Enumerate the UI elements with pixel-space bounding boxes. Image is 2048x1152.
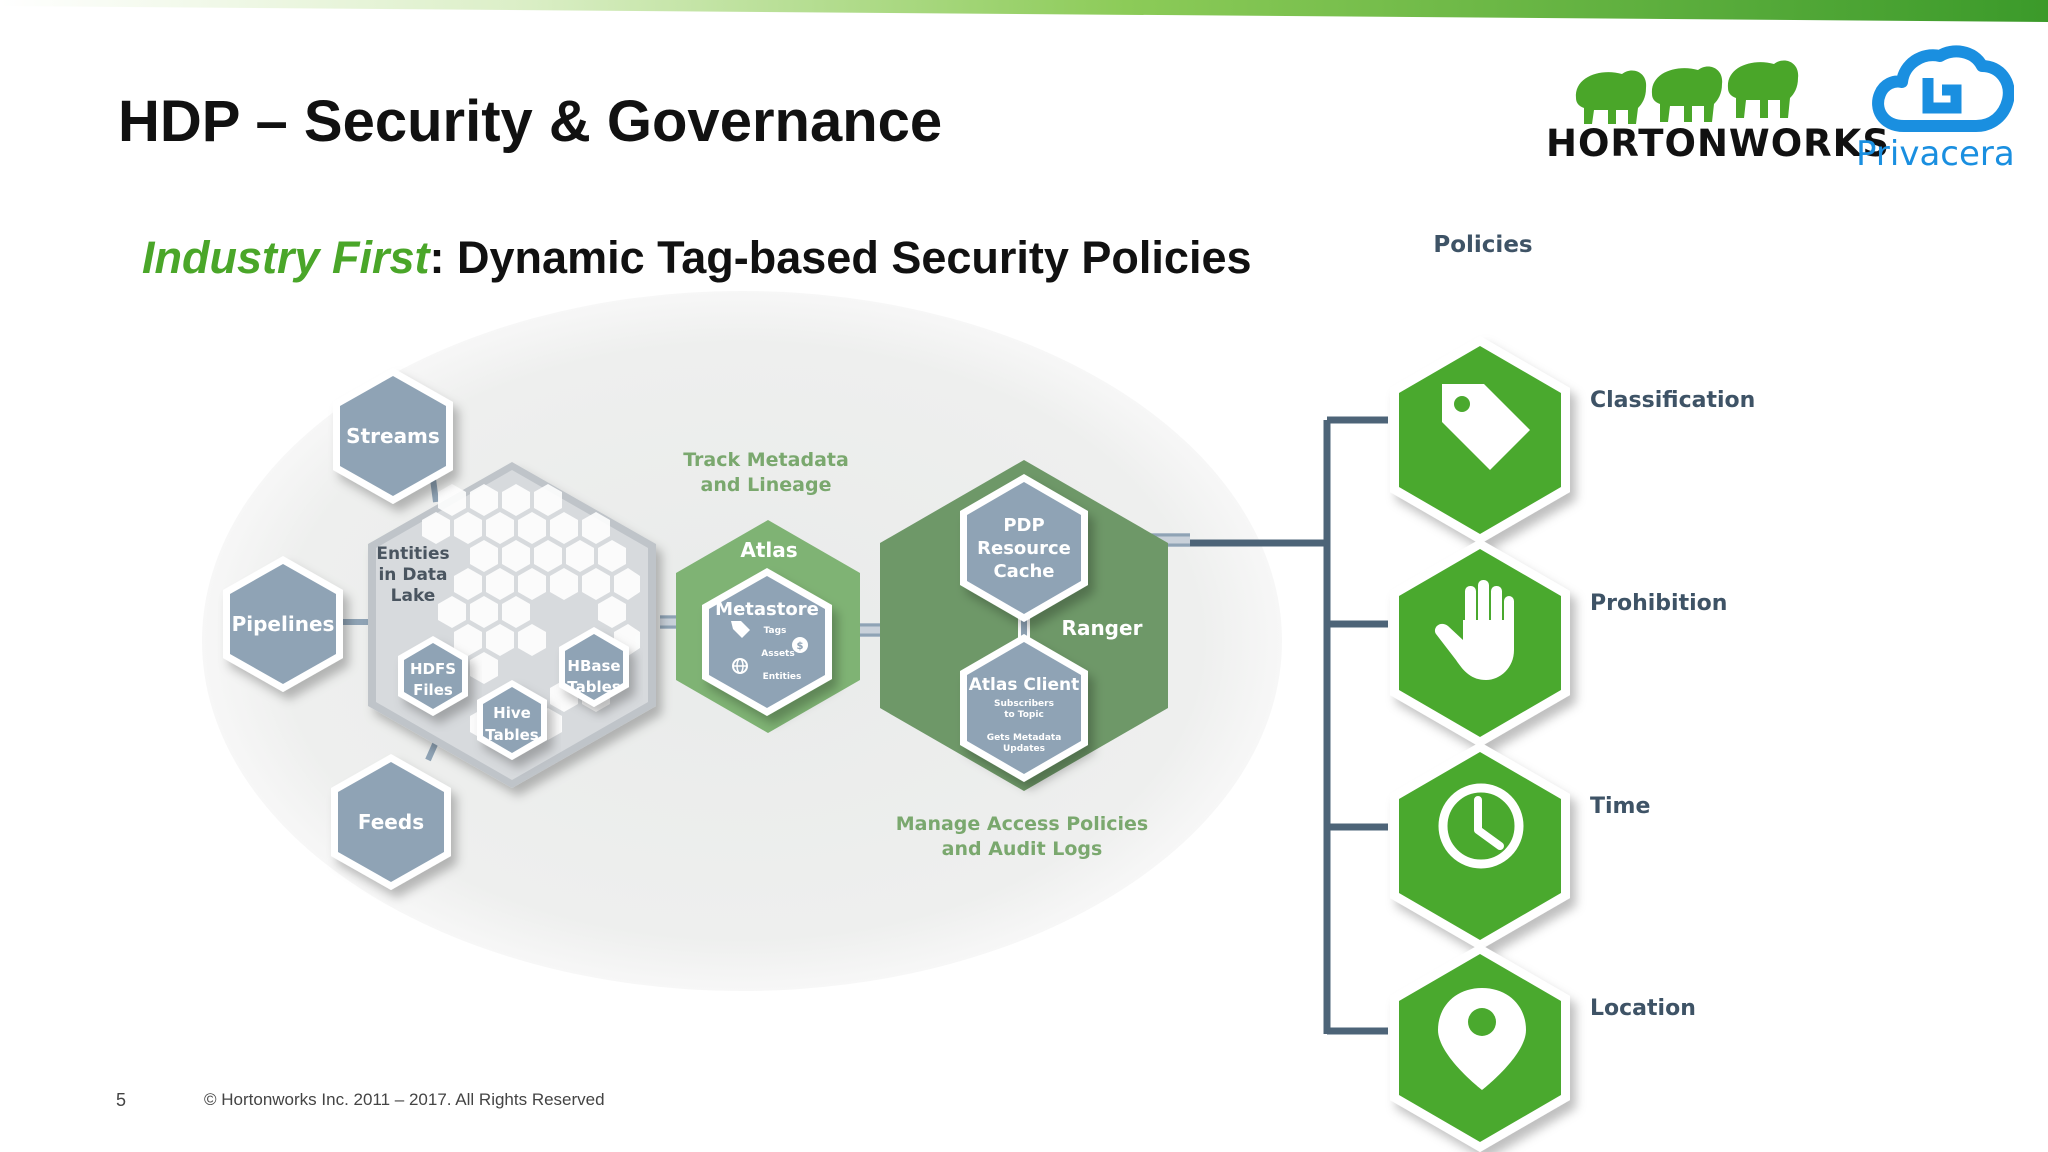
policies-heading: Policies: [1433, 232, 1532, 258]
gets-metadata-label-2: Updates: [1003, 744, 1045, 754]
assets-label: Assets: [761, 649, 794, 659]
hive-label-1: Hive: [493, 704, 531, 722]
ranger-caption-2: and Audit Logs: [942, 838, 1103, 860]
hbase-tables-hex: HBase Tables: [559, 627, 629, 707]
hbase-label-2: Tables: [567, 678, 620, 696]
slide-subtitle: Industry First: Dynamic Tag-based Securi…: [142, 232, 1252, 284]
policy-label-location: Location: [1590, 996, 1696, 1021]
subtitle-rest: : Dynamic Tag-based Security Policies: [429, 232, 1252, 283]
hbase-label-1: HBase: [567, 657, 620, 675]
hortonworks-wordmark: HORTONWORKS: [1546, 122, 1890, 165]
hdfs-label-2: Files: [413, 681, 453, 699]
subscribers-label-1: Subscribers: [994, 699, 1054, 709]
subtitle-emphasis: Industry First: [142, 232, 430, 283]
copyright-notice: © Hortonworks Inc. 2011 – 2017. All Righ…: [204, 1090, 605, 1109]
policy-time: Time: [1390, 742, 1650, 950]
ranger-label: Ranger: [1062, 616, 1143, 640]
ranger-caption-1: Manage Access Policies: [896, 813, 1149, 835]
atlas-label: Atlas: [740, 538, 797, 562]
atlas-cluster: Track Metadata and Lineage Atlas Metasto…: [676, 449, 860, 733]
policy-connector: [1086, 416, 1388, 1035]
subscribers-label-2: to Topic: [1004, 710, 1044, 720]
tag-icon: [1442, 384, 1530, 470]
svg-text:$: $: [797, 641, 804, 652]
gets-metadata-label-1: Gets Metadata: [987, 733, 1062, 743]
top-accent-bar: [0, 0, 2048, 22]
pipelines-label: Pipelines: [232, 612, 335, 636]
pipelines-hex: Pipelines: [223, 556, 343, 692]
clock-icon: [1438, 783, 1524, 869]
hdfs-files-hex: HDFS Files: [398, 636, 468, 716]
metastore-label: Metastore: [715, 599, 819, 620]
policy-label-time: Time: [1590, 794, 1650, 819]
tag-icon: [731, 621, 750, 638]
globe-icon: [732, 658, 748, 674]
data-lake-label-1: Entities: [376, 544, 449, 564]
pdp-resource-cache-hex: PDP Resource Cache: [960, 474, 1088, 622]
atlas-caption-1: Track Metadata: [683, 449, 849, 471]
tags-label: Tags: [764, 626, 787, 636]
entities-label: Entities: [763, 672, 802, 682]
pdp-label-1: PDP: [1003, 515, 1044, 536]
ranger-cluster: Ranger PDP Resource Cache Atlas Client S…: [880, 460, 1168, 860]
pdp-label-2: Resource: [977, 538, 1071, 559]
pdp-label-3: Cache: [993, 561, 1054, 582]
hdfs-label-1: HDFS: [410, 660, 456, 678]
atlas-client-hex: Atlas Client Subscribers to Topic Gets M…: [960, 634, 1088, 782]
location-pin-icon: [1438, 988, 1526, 1090]
data-lake-label-3: Lake: [391, 586, 436, 606]
policy-label-prohibition: Prohibition: [1590, 591, 1727, 616]
hive-tables-hex: Hive Tables: [477, 680, 547, 760]
feeds-label: Feeds: [358, 810, 424, 834]
cloud-icon: [1872, 45, 2014, 132]
policy-prohibition: Prohibition: [1390, 539, 1727, 747]
elephant-icon: [1575, 60, 1799, 124]
streams-label: Streams: [346, 424, 440, 448]
slide-title: HDP – Security & Governance: [118, 89, 943, 154]
data-lake-label-2: in Data: [378, 565, 447, 585]
streams-hex: Streams: [333, 368, 453, 504]
policy-classification: Classification: [1390, 336, 1755, 544]
atlas-client-label: Atlas Client: [969, 675, 1080, 695]
money-bag-icon: $: [792, 637, 808, 653]
policy-label-classification: Classification: [1590, 388, 1755, 413]
atlas-caption-2: and Lineage: [701, 474, 832, 496]
policy-location: Location: [1390, 944, 1696, 1152]
page-number: 5: [116, 1090, 127, 1110]
hand-icon: [1434, 580, 1514, 680]
hive-label-2: Tables: [485, 726, 538, 744]
feeds-hex: Feeds: [331, 754, 451, 890]
privacera-wordmark: Privacera: [1856, 134, 2015, 174]
